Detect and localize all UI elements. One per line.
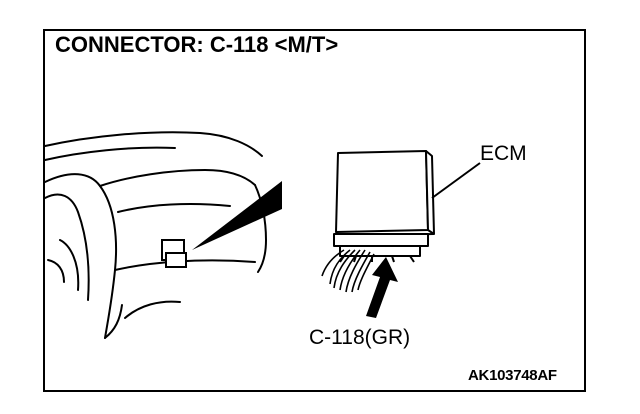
diagram-title: CONNECTOR: C-118 <M/T> <box>55 32 339 57</box>
callout-wedge <box>192 181 282 250</box>
dashboard-drawing <box>44 131 267 339</box>
wire-harness <box>321 249 375 293</box>
pointer-arrow <box>366 257 398 318</box>
ecm-unit <box>335 150 435 237</box>
ecm-label: ECM <box>480 142 527 165</box>
connector-on-dash <box>161 239 187 268</box>
ecm-connector <box>333 233 429 263</box>
diagram-frame <box>43 29 586 392</box>
figure-code: AK103748AF <box>468 367 557 384</box>
connector-label: C-118(GR) <box>309 326 411 349</box>
ecm-leader-line <box>431 162 481 199</box>
